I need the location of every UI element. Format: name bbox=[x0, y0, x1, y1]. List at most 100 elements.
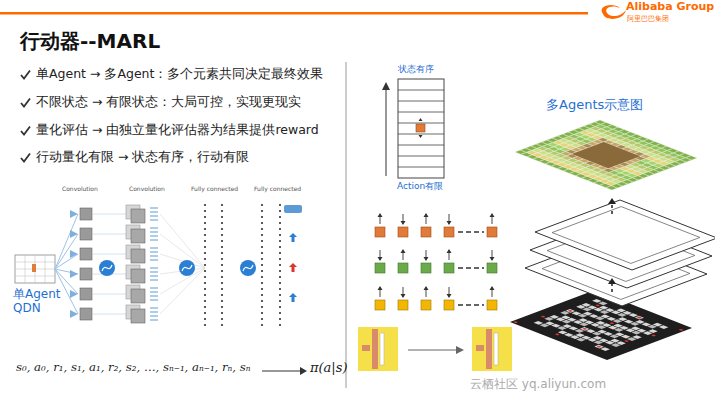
base-cell bbox=[534, 321, 544, 325]
neuron-dot bbox=[261, 258, 263, 260]
stack-row bbox=[398, 145, 444, 146]
neuron-dot bbox=[204, 252, 206, 254]
base-cell bbox=[600, 315, 610, 319]
agent-move-head bbox=[490, 213, 495, 217]
output-arrow bbox=[292, 237, 295, 242]
base-cell bbox=[622, 311, 632, 315]
map-road bbox=[372, 329, 378, 369]
neuron-dot bbox=[261, 324, 263, 326]
neuron-dot bbox=[261, 252, 263, 254]
base-cell bbox=[598, 301, 608, 305]
agent-square bbox=[444, 300, 454, 310]
base-cell bbox=[580, 327, 590, 331]
agent-square bbox=[398, 263, 408, 273]
neuron-dot bbox=[279, 312, 281, 314]
bullet-text: 量化评估 → 由独立量化评估器为结果提供reward bbox=[36, 123, 319, 137]
map-block bbox=[472, 327, 512, 371]
neuron-dot bbox=[204, 246, 206, 248]
neuron-dot bbox=[261, 270, 263, 272]
base-cell bbox=[562, 324, 572, 328]
neuron-dot bbox=[204, 234, 206, 236]
stack-box bbox=[398, 79, 444, 178]
base-cell bbox=[603, 332, 613, 336]
base-cell bbox=[616, 341, 626, 345]
layer-header: Convolution bbox=[129, 186, 165, 193]
bullet-text: 行动量化有限 → 状态有序，行动有限 bbox=[36, 150, 249, 164]
header-rule bbox=[0, 12, 588, 15]
agent-move-head bbox=[447, 294, 452, 298]
plate-inner bbox=[552, 207, 700, 264]
neuron-dot bbox=[204, 318, 206, 320]
neuron-dot bbox=[261, 234, 263, 236]
neuron-dot bbox=[204, 312, 206, 314]
agent-dot bbox=[624, 340, 630, 342]
feature-map bbox=[80, 268, 92, 280]
feature-map bbox=[80, 308, 92, 320]
feature-map bbox=[131, 309, 145, 323]
agent-move-head bbox=[401, 294, 406, 298]
filter-tick bbox=[150, 256, 158, 257]
base-cell bbox=[631, 326, 641, 330]
agent-square bbox=[375, 263, 385, 273]
base-cell bbox=[575, 333, 585, 337]
activation-icon bbox=[99, 260, 115, 276]
ellipsis-dash bbox=[458, 231, 484, 233]
agent-square bbox=[487, 263, 497, 273]
check-mark bbox=[21, 99, 30, 107]
agent-move-head bbox=[424, 213, 429, 217]
base-cell bbox=[618, 317, 628, 321]
layer-plate bbox=[535, 200, 715, 270]
agent-square bbox=[375, 227, 385, 237]
bullet-text: 不限状态 → 有限状态：大局可控，实现更现实 bbox=[36, 95, 301, 109]
agent-dot bbox=[582, 328, 588, 330]
layer-header: Fully connected bbox=[254, 186, 301, 193]
neuron-dot bbox=[204, 228, 206, 230]
neuron-dot bbox=[204, 300, 206, 302]
agent-move-head bbox=[378, 286, 383, 290]
agent-move-head bbox=[401, 249, 406, 253]
axis-label: 状态有序 bbox=[398, 64, 434, 74]
neuron-dot bbox=[221, 294, 223, 296]
agent-dot bbox=[651, 334, 657, 336]
neuron-dot bbox=[221, 288, 223, 290]
conv-filter bbox=[70, 210, 78, 218]
base-cell bbox=[610, 339, 620, 343]
base-cell bbox=[659, 325, 669, 329]
base-cell bbox=[551, 324, 561, 328]
base-cell bbox=[628, 313, 638, 317]
watermark: 云栖社区 yq.aliyun.com bbox=[470, 378, 606, 392]
neuron-dot bbox=[261, 276, 263, 278]
neuron-dot bbox=[279, 246, 281, 248]
agent-move-head bbox=[447, 249, 452, 253]
agent-dot bbox=[609, 322, 615, 324]
fc-link bbox=[160, 268, 205, 314]
state-stack bbox=[382, 79, 444, 178]
layer-stack bbox=[510, 120, 715, 360]
agent-dot bbox=[595, 304, 601, 306]
base-cell bbox=[583, 312, 593, 316]
filter-tick bbox=[150, 252, 158, 253]
neuron-dot bbox=[204, 324, 206, 326]
feature-map bbox=[131, 269, 145, 283]
neuron-dot bbox=[221, 240, 223, 242]
base-cell bbox=[637, 329, 647, 333]
stack-row bbox=[398, 134, 444, 135]
neuron-dot bbox=[279, 294, 281, 296]
filter-tick bbox=[150, 288, 158, 289]
neuron-dot bbox=[221, 324, 223, 326]
order-arrowhead bbox=[382, 82, 390, 90]
neuron-dot bbox=[204, 288, 206, 290]
filter-tick bbox=[150, 240, 158, 241]
neuron-dot bbox=[204, 282, 206, 284]
neuron-dot bbox=[221, 306, 223, 308]
base-cell bbox=[545, 321, 555, 325]
map-core bbox=[572, 142, 640, 168]
base-cell bbox=[632, 335, 642, 339]
order-arrow bbox=[386, 88, 387, 176]
state-move bbox=[419, 118, 423, 138]
neuron-dot bbox=[204, 270, 206, 272]
neuron-dot bbox=[261, 210, 263, 212]
base-cell bbox=[593, 336, 603, 340]
base-cell bbox=[564, 333, 574, 337]
